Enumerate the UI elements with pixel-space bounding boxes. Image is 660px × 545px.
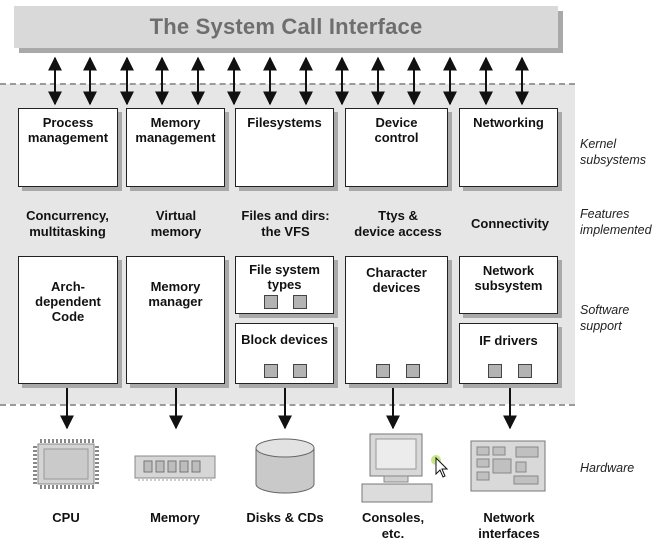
software-label: IF drivers bbox=[479, 333, 538, 348]
module-square-icon bbox=[518, 364, 532, 378]
software-box-character-devices: Character devices bbox=[345, 256, 448, 384]
hardware-arrows bbox=[60, 386, 517, 430]
hardware-label-network-interfaces: Network interfaces bbox=[478, 510, 540, 541]
subsystem-label: Process management bbox=[27, 115, 109, 145]
feature-connectivity: Connectivity bbox=[470, 216, 549, 231]
subsystem-label: Memory management bbox=[135, 115, 216, 145]
console-terminal-icon bbox=[361, 433, 448, 503]
top-dashed-boundary bbox=[0, 83, 575, 85]
subsystem-box-networking: Networking bbox=[459, 108, 558, 187]
hardware-label-disks-cds: Disks & CDs bbox=[246, 510, 324, 525]
memory-module-icon bbox=[134, 455, 216, 481]
system-call-interface-bar: The System Call Interface bbox=[14, 6, 558, 48]
software-box-arch-dependent-code: Arch- dependent Code bbox=[18, 256, 118, 384]
feature-device-access: Ttys & device access bbox=[354, 208, 442, 239]
syscall-arrows bbox=[48, 56, 529, 106]
software-box-memory-manager: Memory manager bbox=[126, 256, 225, 384]
module-square-icon bbox=[376, 364, 390, 378]
hardware-label-memory: Memory bbox=[150, 510, 200, 525]
software-label: File system types bbox=[249, 262, 320, 292]
feature-vfs: Files and dirs: the VFS bbox=[241, 208, 330, 239]
software-label: Character devices bbox=[366, 265, 427, 295]
system-call-interface-title: The System Call Interface bbox=[149, 14, 423, 39]
module-square-icon bbox=[293, 295, 307, 309]
module-square-icon bbox=[264, 364, 278, 378]
module-square-icon bbox=[488, 364, 502, 378]
side-label-kernel-subsystems: Kernel subsystems bbox=[580, 137, 646, 167]
software-box-network-subsystem: Network subsystem bbox=[459, 256, 558, 314]
side-label-hardware: Hardware bbox=[580, 461, 635, 475]
module-square-icon bbox=[406, 364, 420, 378]
software-box-if-drivers: IF drivers bbox=[459, 323, 558, 384]
software-box-block-devices: Block devices bbox=[235, 323, 334, 384]
subsystem-box-process-management: Process management bbox=[18, 108, 118, 187]
network-card-icon bbox=[470, 440, 546, 492]
feature-virtual-memory: Virtual memory bbox=[150, 208, 202, 239]
software-label: Memory manager bbox=[148, 279, 203, 309]
disk-icon bbox=[255, 438, 315, 494]
module-square-icon bbox=[293, 364, 307, 378]
side-label-software-support: Software support bbox=[580, 303, 630, 333]
subsystem-label: Networking bbox=[473, 115, 544, 130]
bottom-dashed-boundary bbox=[0, 404, 575, 406]
hardware-label-consoles: Consoles, etc. bbox=[361, 510, 425, 541]
software-label: Block devices bbox=[241, 332, 328, 347]
subsystem-box-memory-management: Memory management bbox=[126, 108, 225, 187]
feature-concurrency: Concurrency, multitasking bbox=[26, 208, 109, 239]
subsystem-label: Filesystems bbox=[247, 115, 322, 130]
software-label: Arch- dependent Code bbox=[35, 279, 101, 324]
module-square-icon bbox=[264, 295, 278, 309]
subsystem-box-filesystems: Filesystems bbox=[235, 108, 334, 187]
hardware-label-cpu: CPU bbox=[52, 510, 80, 525]
side-label-features-implemented: Features implemented bbox=[580, 207, 652, 237]
subsystem-box-device-control: Device control bbox=[345, 108, 448, 187]
software-box-file-system-types: File system types bbox=[235, 256, 334, 314]
software-label: Network subsystem bbox=[474, 263, 543, 293]
cpu-chip-icon bbox=[33, 439, 99, 489]
subsystem-label: Device control bbox=[374, 115, 419, 145]
